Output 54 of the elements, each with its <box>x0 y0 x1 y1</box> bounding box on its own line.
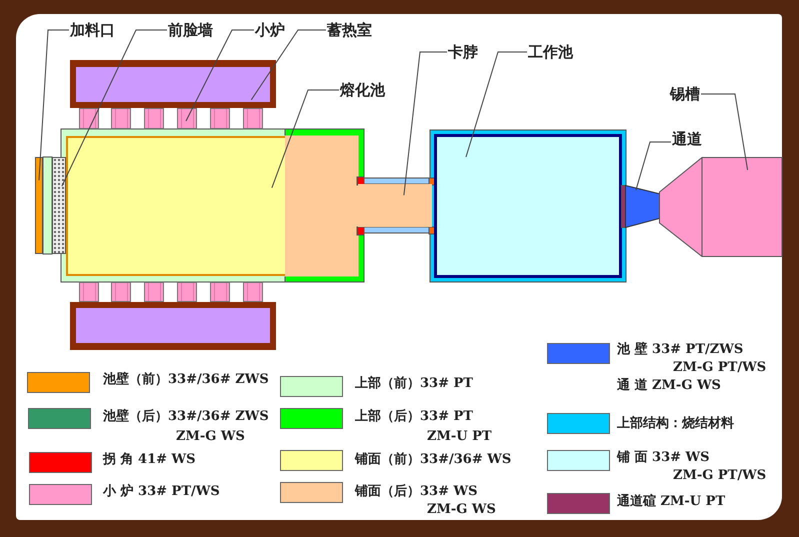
callout-label: 加料口 <box>70 21 115 39</box>
callout-label: 小炉 <box>255 21 285 39</box>
legend-note: ZM-G PT/WS <box>673 360 766 376</box>
legend-text: 铺面（前）33#/36# WS <box>355 452 512 468</box>
callout-label: 锡槽 <box>670 85 700 103</box>
callout-label: 前脸墙 <box>168 21 213 39</box>
legend-text: 上部（后）33# PT <box>355 409 473 425</box>
neck-channel <box>358 184 432 227</box>
burner-port <box>177 282 197 302</box>
legend-note: ZM-G PT/WS <box>673 468 766 484</box>
regenerator-chamber <box>70 60 276 108</box>
leader-line <box>38 30 70 181</box>
legend-text: 铺面（后）33# WS <box>355 484 478 500</box>
leader-line <box>403 52 448 196</box>
burner-port <box>210 108 230 129</box>
leader-line <box>271 90 340 188</box>
working-tank <box>434 134 622 278</box>
leader-line <box>250 30 326 100</box>
leader-line <box>700 94 748 170</box>
legend-text: 上部（前）33# PT <box>355 376 473 392</box>
legend-text: 拐 角 41# WS <box>103 452 196 468</box>
callout-label: 工作池 <box>528 43 573 61</box>
callout-label: 熔化池 <box>340 81 385 99</box>
burner-port <box>144 282 164 302</box>
legend-note: ZM-G WS <box>427 502 496 518</box>
burner-port <box>79 108 99 129</box>
burner-port <box>111 108 131 129</box>
charging-port <box>35 157 43 254</box>
burner-port <box>177 108 197 129</box>
burner-port <box>210 282 230 302</box>
leader-line <box>466 52 528 158</box>
legend-note: ZM-G WS <box>176 429 245 445</box>
legend-note: ZM-U PT <box>427 429 492 445</box>
leader-line <box>635 142 672 191</box>
burner-port <box>144 108 164 129</box>
legend-text: 池壁（前）33#/36# ZWS <box>103 372 269 388</box>
leader-line <box>61 30 168 187</box>
legend-text: 铺 面 33# WS <box>617 450 710 466</box>
callout-label: 卡脖 <box>448 43 478 61</box>
legend-text: 通道碹 ZM-U PT <box>617 494 726 510</box>
regenerator-chamber <box>70 302 276 350</box>
leader-line <box>186 30 254 122</box>
legend-text: 池 壁 33# PT/ZWS <box>617 342 744 358</box>
legend-text: 上部结构：烧结材料 <box>617 416 734 432</box>
legend-text: 池壁（后）33#/36# ZWS <box>103 409 269 425</box>
burner-port <box>243 108 263 129</box>
burner-port <box>111 282 131 302</box>
callout-label: 通道 <box>672 130 702 148</box>
callout-label: 蓄热室 <box>327 21 372 39</box>
burner-port <box>243 282 263 302</box>
legend-note: 通 道 ZM-G WS <box>617 378 721 394</box>
front-wall <box>52 157 66 254</box>
legend-text: 小 炉 33# PT/WS <box>103 484 220 500</box>
burner-port <box>79 282 99 302</box>
